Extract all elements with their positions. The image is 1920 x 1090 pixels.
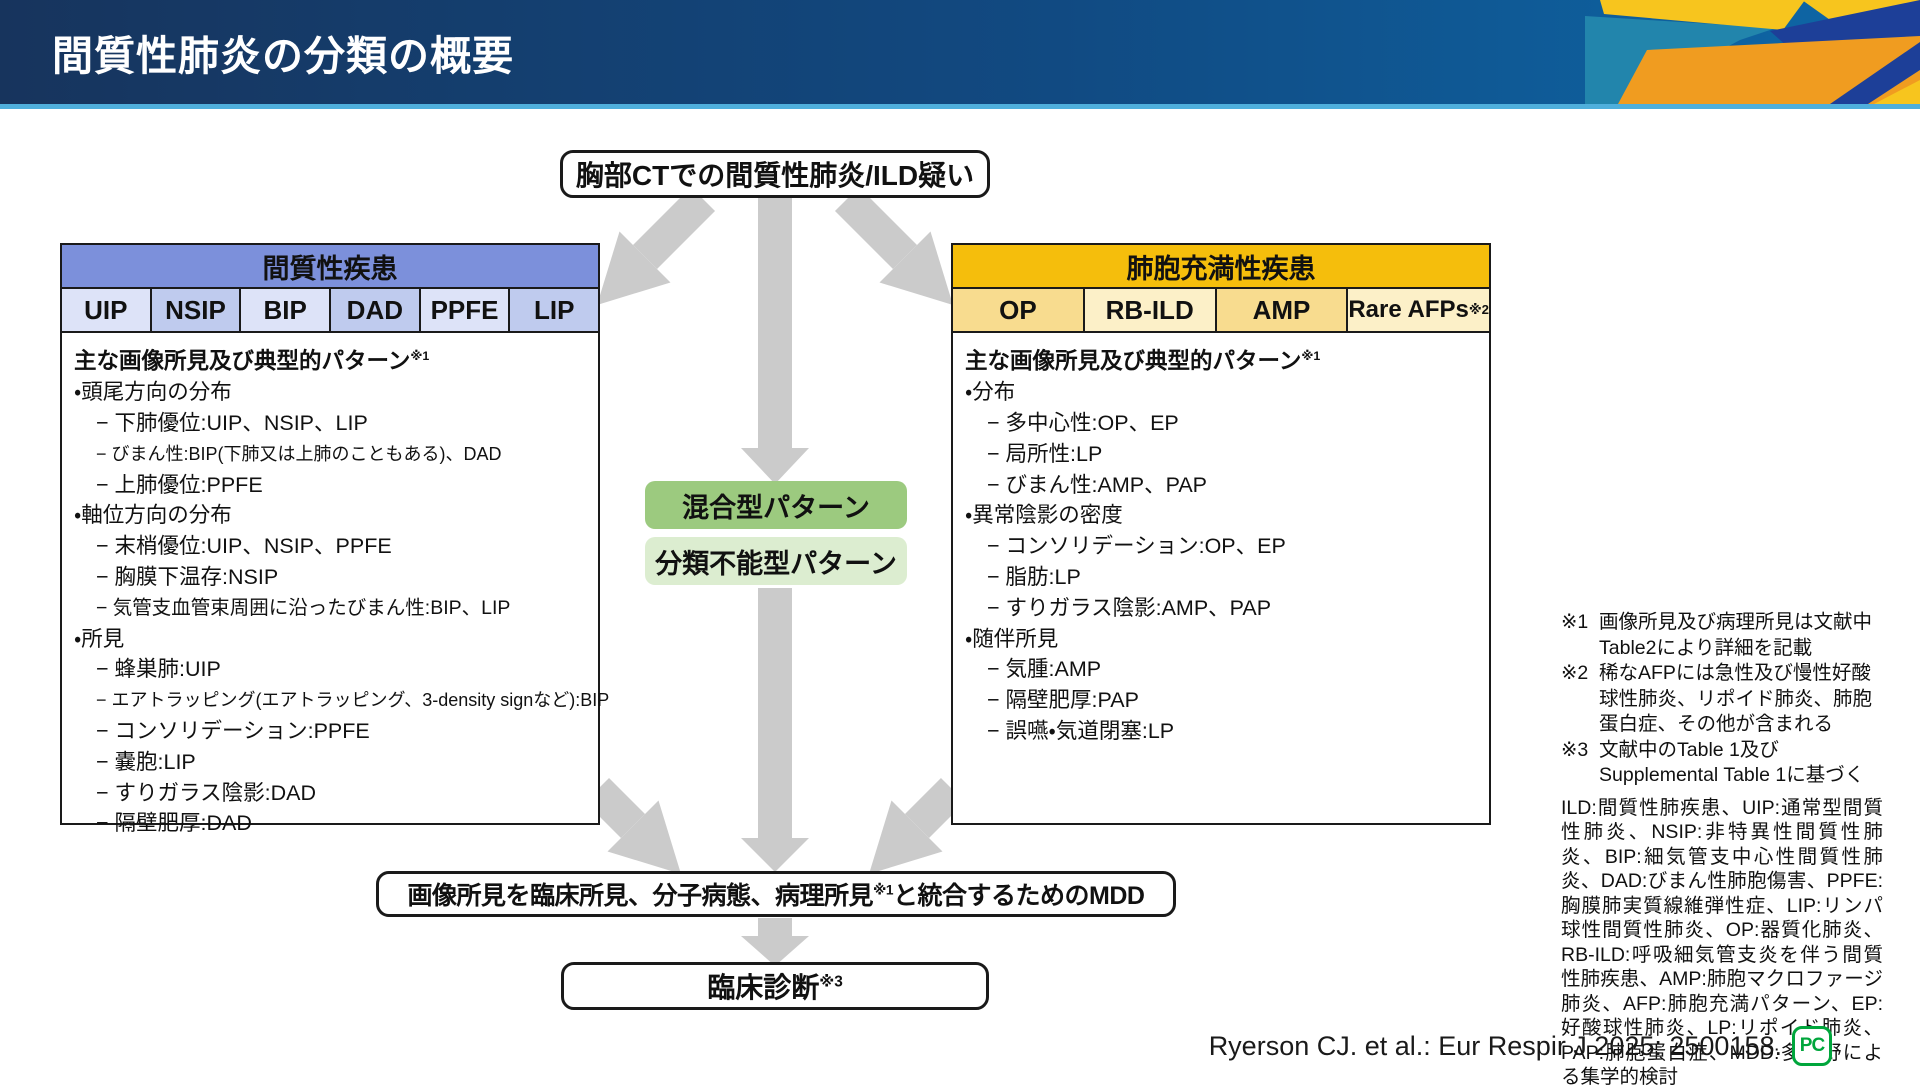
- interstitial-panel-header: 間質性疾患: [62, 245, 598, 289]
- finding-line: − 気腫:AMP: [987, 657, 1102, 682]
- finding-line: ・頭尾方向の分布: [74, 380, 232, 405]
- findings-list: ・分布 − 多中心性:OP、EP − 局所性:LP − びまん性:AMP、PAP…: [965, 377, 1477, 747]
- clinical-diagnosis-box: 臨床診断※3: [561, 962, 989, 1010]
- disease-cell: AMP: [1216, 289, 1349, 331]
- finding-line: − 局所性:LP: [987, 441, 1103, 466]
- findings-list: ・頭尾方向の分布 − 下肺優位:UIP、NSIP、LIP − びまん性:BIP(…: [74, 377, 610, 839]
- disease-cell: BIP: [241, 289, 332, 331]
- pc-logo: PC: [1792, 1026, 1832, 1066]
- findings-title: 主な画像所見及び典型的パターン※1: [74, 348, 430, 374]
- interstitial-cells: UIP NSIP BIP DAD PPFE LIP: [62, 289, 599, 333]
- unclassifiable-pattern-box: 分類不能型パターン: [645, 537, 907, 585]
- interstitial-findings: 主な画像所見及び典型的パターン※1 ・頭尾方向の分布 − 下肺優位:UIP、NS…: [62, 333, 610, 839]
- citation-row: Ryerson CJ. et al.: Eur Respir J 2025: 2…: [1209, 1026, 1832, 1066]
- disease-cell: PPFE: [420, 289, 511, 331]
- disease-cell: LIP: [510, 289, 599, 331]
- finding-line: − びまん性:BIP(下肺又は上肺のこともある)、DAD: [96, 443, 502, 464]
- finding-line: − すりガラス陰影:AMP、PAP: [987, 595, 1272, 620]
- chest-ct-box: 胸部CTでの間質性肺炎/ILD疑い: [560, 150, 990, 198]
- finding-line: − 気管支血管束周囲に沿ったびまん性:BIP、LIP: [96, 596, 511, 619]
- disease-cell: NSIP: [151, 289, 242, 331]
- finding-line: ・異常陰影の密度: [965, 503, 1123, 528]
- finding-line: − 胸膜下温存:NSIP: [96, 565, 279, 590]
- finding-line: ・随伴所見: [965, 626, 1059, 651]
- mixed-pattern-box: 混合型パターン: [645, 481, 907, 529]
- finding-line: − 脂肪:LP: [987, 565, 1081, 590]
- finding-line: − 誤嚥・気道閉塞:LP: [987, 719, 1175, 744]
- interstitial-disease-panel: 間質性疾患 UIP NSIP BIP DAD PPFE LIP 主な画像所見及び…: [60, 243, 609, 835]
- abbreviation-list: ILD:間質性肺疾患、UIP:通常型間質性肺炎、NSIP:非特異性間質性肺炎、B…: [1561, 796, 1883, 1089]
- finding-line: − すりガラス陰影:DAD: [96, 780, 316, 805]
- arrow-bottomleft: [584, 777, 646, 839]
- finding-line: − 嚢胞:LIP: [96, 749, 196, 774]
- mdd-box: 画像所見を臨床所見、分子病態、病理所見※1と統合するためのMDD: [376, 871, 1176, 917]
- finding-line: − コンソリデーション:OP、EP: [987, 534, 1286, 559]
- finding-line: − 下肺優位:UIP、NSIP、LIP: [96, 411, 368, 436]
- arrow-topright: [834, 186, 918, 270]
- finding-line: − 上肺優位:PPFE: [96, 472, 263, 497]
- disease-cell: RB-ILD: [1084, 289, 1217, 331]
- footnote-list: ※1 画像所見及び病理所見は文献中Table2により詳細を記載 ※2 稀なAFP…: [1561, 610, 1883, 789]
- footnote: ※2 稀なAFPには急性及び慢性好酸球性肺炎、リポイド肺炎、肺胞蛋白症、その他が…: [1561, 662, 1873, 735]
- finding-line: ・軸位方向の分布: [74, 503, 232, 528]
- finding-line: ・分布: [965, 380, 1016, 405]
- findings-title: 主な画像所見及び典型的パターン※1: [965, 348, 1321, 374]
- finding-line: − コンソリデーション:PPFE: [96, 719, 370, 744]
- alveolar-filling-panel: 肺胞充満性疾患 OP RB-ILD AMP Rare AFPs※2 主な画像所見…: [951, 243, 1491, 825]
- arrow-center-bottom: [758, 918, 792, 938]
- arrow-bottomright: [904, 777, 966, 839]
- footnote: ※3 文献中のTable 1及びSupplemental Table 1に基づく: [1561, 738, 1865, 787]
- finding-line: − エアトラッピング(エアトラッピング、3-density signなど):BI…: [96, 690, 610, 711]
- finding-line: − 多中心性:OP、EP: [987, 411, 1179, 436]
- page-title: 間質性肺炎の分類の概要: [52, 33, 514, 79]
- disease-cell: UIP: [62, 289, 152, 331]
- header-underline: [0, 104, 1920, 109]
- arrow-center-top: [758, 198, 792, 452]
- side-notes: ※1 画像所見及び病理所見は文献中Table2により詳細を記載 ※2 稀なAFP…: [1561, 610, 1883, 1090]
- arrow-topleft: [632, 186, 716, 270]
- alveolar-panel-header: 肺胞充満性疾患: [953, 245, 1489, 289]
- arrow-center-mid: [758, 588, 792, 840]
- alveolar-cells: OP RB-ILD AMP Rare AFPs※2: [953, 289, 1489, 333]
- finding-line: − 隔壁肥厚:PAP: [987, 688, 1139, 713]
- finding-line: − 隔壁肥厚:DAD: [96, 811, 252, 836]
- disease-cell: Rare AFPs※2: [1348, 289, 1489, 331]
- disease-cell: DAD: [331, 289, 421, 331]
- footnote: ※1 画像所見及び病理所見は文献中Table2により詳細を記載: [1561, 611, 1873, 659]
- citation-text: Ryerson CJ. et al.: Eur Respir J 2025: 2…: [1208, 1030, 1782, 1061]
- finding-line: − 末梢優位:UIP、NSIP、PPFE: [96, 534, 392, 559]
- disease-cell: OP: [953, 289, 1085, 331]
- title-bar: 間質性肺炎の分類の概要: [0, 0, 1920, 104]
- alveolar-findings: 主な画像所見及び典型的パターン※1 ・分布 − 多中心性:OP、EP − 局所性…: [953, 333, 1489, 747]
- finding-line: − 蜂巣肺:UIP: [96, 657, 221, 682]
- header-decoration: [1585, 0, 1920, 104]
- finding-line: − びまん性:AMP、PAP: [987, 472, 1208, 497]
- finding-line: ・所見: [74, 626, 125, 651]
